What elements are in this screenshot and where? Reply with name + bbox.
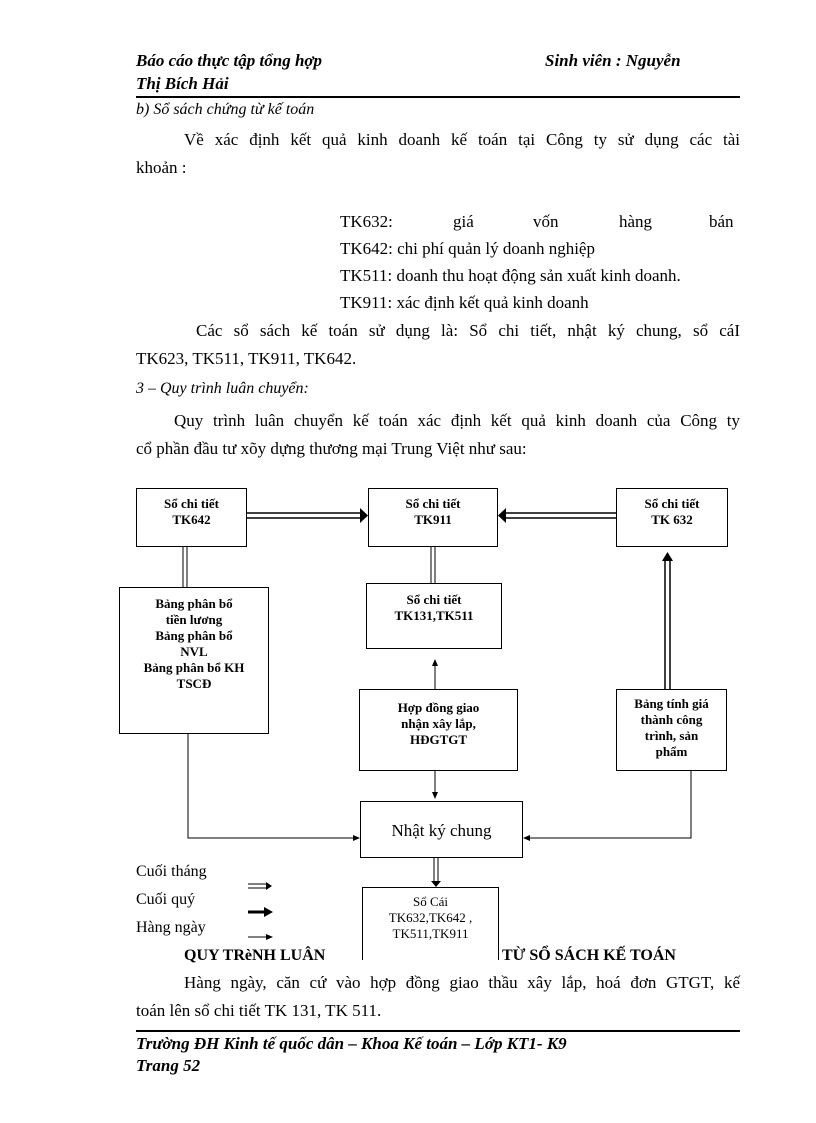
tk632-word3: hàng	[619, 212, 653, 231]
box-hop-dong-giao-nhan: Hợp đồng giao nhận xây lắp, HĐGTGT	[359, 689, 518, 771]
footer-page-number: Trang 52	[136, 1056, 201, 1075]
tk632-word4: bán	[709, 212, 734, 231]
arrow-tk642-to-tk911	[247, 508, 368, 523]
box-bang-tinh-gia: Bảng tính giá thành công trình, sản phẩm	[616, 689, 727, 771]
books-line-1: Các sổ sách kế toán sử dụng là: Sổ chi t…	[196, 321, 740, 340]
footer-school: Trường ĐH Kinh tế quốc dân – Khoa Kế toá…	[136, 1034, 567, 1053]
arrow-hopdong-to-tk131	[432, 659, 438, 689]
account-tk911: TK911: xác định kết quả kinh doanh	[340, 293, 589, 312]
caption-right: TỪ SỔ SÁCH KẾ TOÁN	[502, 947, 676, 964]
daily-line-1: Hàng ngày, căn cứ vào hợp đồng giao thầu…	[184, 973, 740, 992]
account-tk642: TK642: chi phí quản lý doanh nghiệp	[340, 239, 595, 258]
arrow-tk632-to-tk911	[498, 508, 616, 523]
arrow-nhatky-to-socai	[431, 858, 441, 887]
box-so-chi-tiet-tk642: Sổ chi tiết TK642	[136, 488, 247, 547]
legend-arrow-month	[248, 882, 272, 890]
box-so-chi-tiet-tk632: Sổ chi tiết TK 632	[616, 488, 728, 547]
books-line-2: TK623, TK511, TK911, TK642.	[136, 349, 357, 368]
box-so-chi-tiet-tk911: Sổ chi tiết TK911	[368, 488, 498, 547]
header-student-name: Thị Bích Hải	[136, 74, 229, 93]
legend-arrow-quarter	[248, 907, 273, 917]
section-3-title: 3 – Quy trình luân chuyển:	[136, 380, 309, 397]
intro-line-2: khoản :	[136, 158, 187, 177]
header-title: Báo cáo thực tập tổng hợp	[136, 51, 323, 70]
process-line-1: Quy trình luân chuyển kế toán xác định k…	[174, 411, 740, 430]
header-rule	[136, 96, 740, 98]
arrow-bangtinh-to-tk632	[662, 552, 673, 689]
tk632-word2: vốn	[533, 212, 559, 231]
tk632-code: TK632:	[340, 212, 393, 231]
intro-line-1: Về xác định kết quả kinh doanh kế toán t…	[184, 130, 740, 149]
box-so-cai: Sổ Cái TK632,TK642 , TK511,TK911	[362, 887, 499, 960]
process-line-2: cổ phần đầu tư xõy dựng thương mại Trung…	[136, 439, 527, 458]
footer-rule	[136, 1030, 740, 1032]
legend-arrow-daily	[248, 934, 273, 940]
header-student: Sinh viên : Nguyễn	[545, 51, 681, 70]
daily-line-2: toán lên sổ chi tiết TK 131, TK 511.	[136, 1001, 382, 1020]
legend-month-label: Cuối tháng	[136, 863, 207, 880]
arrow-bangphanbo-to-nhatky	[187, 734, 360, 841]
legend-quarter-label: Cuối quý	[136, 891, 196, 908]
box-bang-phan-bo: Bảng phân bổ tiền lương Bảng phân bổ NVL…	[119, 587, 269, 734]
box-nhat-ky-chung: Nhật ký chung	[360, 801, 523, 858]
section-b-title: b) Sổ sách chứng từ kế toán	[136, 101, 315, 118]
box-so-chi-tiet-tk131: Sổ chi tiết TK131,TK511	[366, 583, 502, 649]
account-tk511: TK511: doanh thu hoạt động sản xuất kinh…	[340, 266, 681, 285]
caption-left: QUY TRèNH LUÂN	[184, 947, 326, 964]
arrow-hopdong-to-nhatky	[432, 771, 438, 799]
tk632-word1: giá	[453, 212, 474, 231]
arrow-bangtinh-to-nhatky	[523, 771, 692, 841]
legend-daily-label: Hàng ngày	[136, 919, 206, 936]
